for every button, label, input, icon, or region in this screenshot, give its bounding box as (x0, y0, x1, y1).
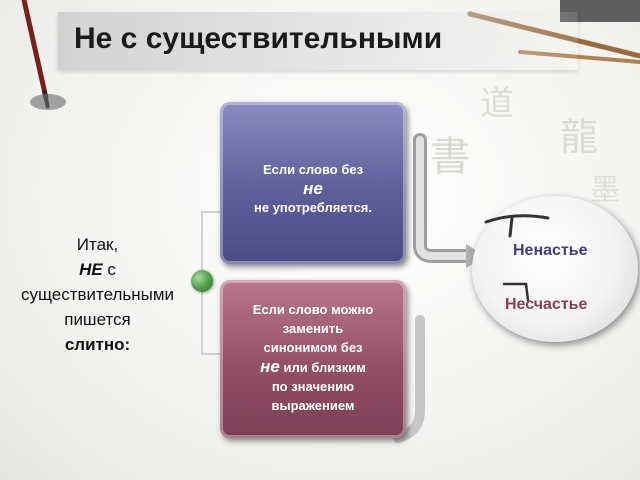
svg-text:道: 道 (480, 84, 514, 124)
svg-text:墨: 墨 (590, 173, 620, 208)
rule-card-top: Если слово без не не употребляется. (220, 102, 406, 264)
examples-circle (472, 196, 638, 342)
example-word-1: Ненастье (513, 242, 588, 259)
bottom-line-2: заменить (282, 321, 344, 336)
left-line-4: пишется (64, 310, 131, 329)
left-line-5-bold: слитно: (64, 335, 131, 354)
bottom-line-4-rest: или близким (279, 360, 366, 375)
left-line-2: НЕ с (10, 257, 185, 282)
rule-card-top-text: Если слово без не не употребляется. (220, 160, 406, 217)
left-line-1: Итак, (76, 235, 119, 254)
bottom-line-6: выражением (271, 398, 355, 413)
left-line-5: слитно: (10, 332, 185, 357)
ne-emphasis: НЕ (79, 260, 103, 279)
bottom-line-3: синонимом без (263, 340, 363, 355)
bottom-line-5: по значению (271, 379, 355, 394)
left-line-2-rest: с (102, 260, 116, 279)
top-line-3: не употребляется. (254, 200, 372, 215)
top-line-2: не (303, 179, 323, 198)
bottom-line-4: не или близким (220, 357, 406, 377)
svg-text:書: 書 (430, 134, 470, 180)
conclusion-text: Итак, НЕ с существительными пишется слит… (10, 232, 185, 357)
top-line-1: Если слово без (262, 162, 364, 177)
rule-card-bottom: Если слово можно заменить синонимом без … (220, 280, 406, 438)
bottom-ne: не (260, 357, 280, 376)
green-node (191, 270, 213, 292)
svg-text:龍: 龍 (560, 115, 598, 159)
left-line-3: существительными (20, 285, 175, 304)
title-bar (58, 12, 578, 70)
bottom-line-1: Если слово можно (252, 302, 374, 317)
page-title: Не с существительными (74, 22, 443, 55)
rule-card-bottom-text: Если слово можно заменить синонимом без … (220, 300, 406, 415)
example-word-2: Несчастье (505, 296, 588, 313)
